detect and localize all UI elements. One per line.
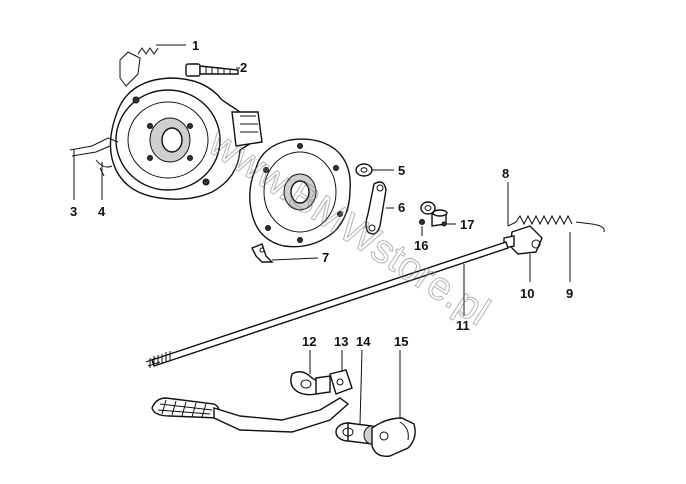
callout-12[interactable]: 12: [302, 334, 316, 349]
leader-lines: [73, 44, 571, 425]
callout-3[interactable]: 3: [70, 204, 77, 219]
callout-13[interactable]: 13: [334, 334, 348, 349]
watermark-text: www.BMWstore.pl: [200, 120, 497, 334]
pedal-stop[interactable]: [371, 417, 416, 457]
return-spring[interactable]: [507, 214, 605, 233]
callout-6[interactable]: 6: [398, 200, 405, 215]
clevis-fork[interactable]: [503, 225, 543, 255]
bolt[interactable]: [185, 63, 239, 77]
callout-5[interactable]: 5: [398, 163, 405, 178]
callout-8[interactable]: 8: [502, 166, 509, 181]
small-pin-17[interactable]: [441, 221, 447, 227]
callout-labels: 1 2 3 4 5 6 7 8 9 10 11 12 13 14 15 16 1…: [70, 38, 573, 349]
bracket-clip[interactable]: [251, 243, 274, 263]
callout-11[interactable]: 11: [456, 318, 470, 333]
callout-2[interactable]: 2: [240, 60, 247, 75]
callout-7[interactable]: 7: [322, 250, 329, 265]
brake-lever-link[interactable]: [365, 181, 387, 235]
leader-7: [271, 257, 319, 261]
pedal-clevis[interactable]: [329, 369, 353, 395]
brake-backing-plate[interactable]: [109, 51, 263, 200]
nut[interactable]: [420, 201, 436, 215]
callout-1[interactable]: 1: [192, 38, 199, 53]
callout-4[interactable]: 4: [98, 204, 106, 219]
spring-small[interactable]: [137, 47, 159, 55]
callout-9[interactable]: 9: [566, 286, 573, 301]
brake-rod[interactable]: [145, 241, 509, 368]
small-pin-16[interactable]: [419, 219, 425, 225]
leader-14: [359, 349, 363, 425]
wing-nut[interactable]: [290, 371, 331, 396]
callout-10[interactable]: 10: [520, 286, 534, 301]
brake-pedal[interactable]: [151, 397, 350, 433]
washer[interactable]: [355, 163, 373, 177]
callout-14[interactable]: 14: [356, 334, 371, 349]
callout-15[interactable]: 15: [394, 334, 408, 349]
brake-drum-hub[interactable]: [249, 138, 351, 248]
callout-16[interactable]: 16: [414, 238, 428, 253]
callout-17[interactable]: 17: [460, 217, 474, 232]
